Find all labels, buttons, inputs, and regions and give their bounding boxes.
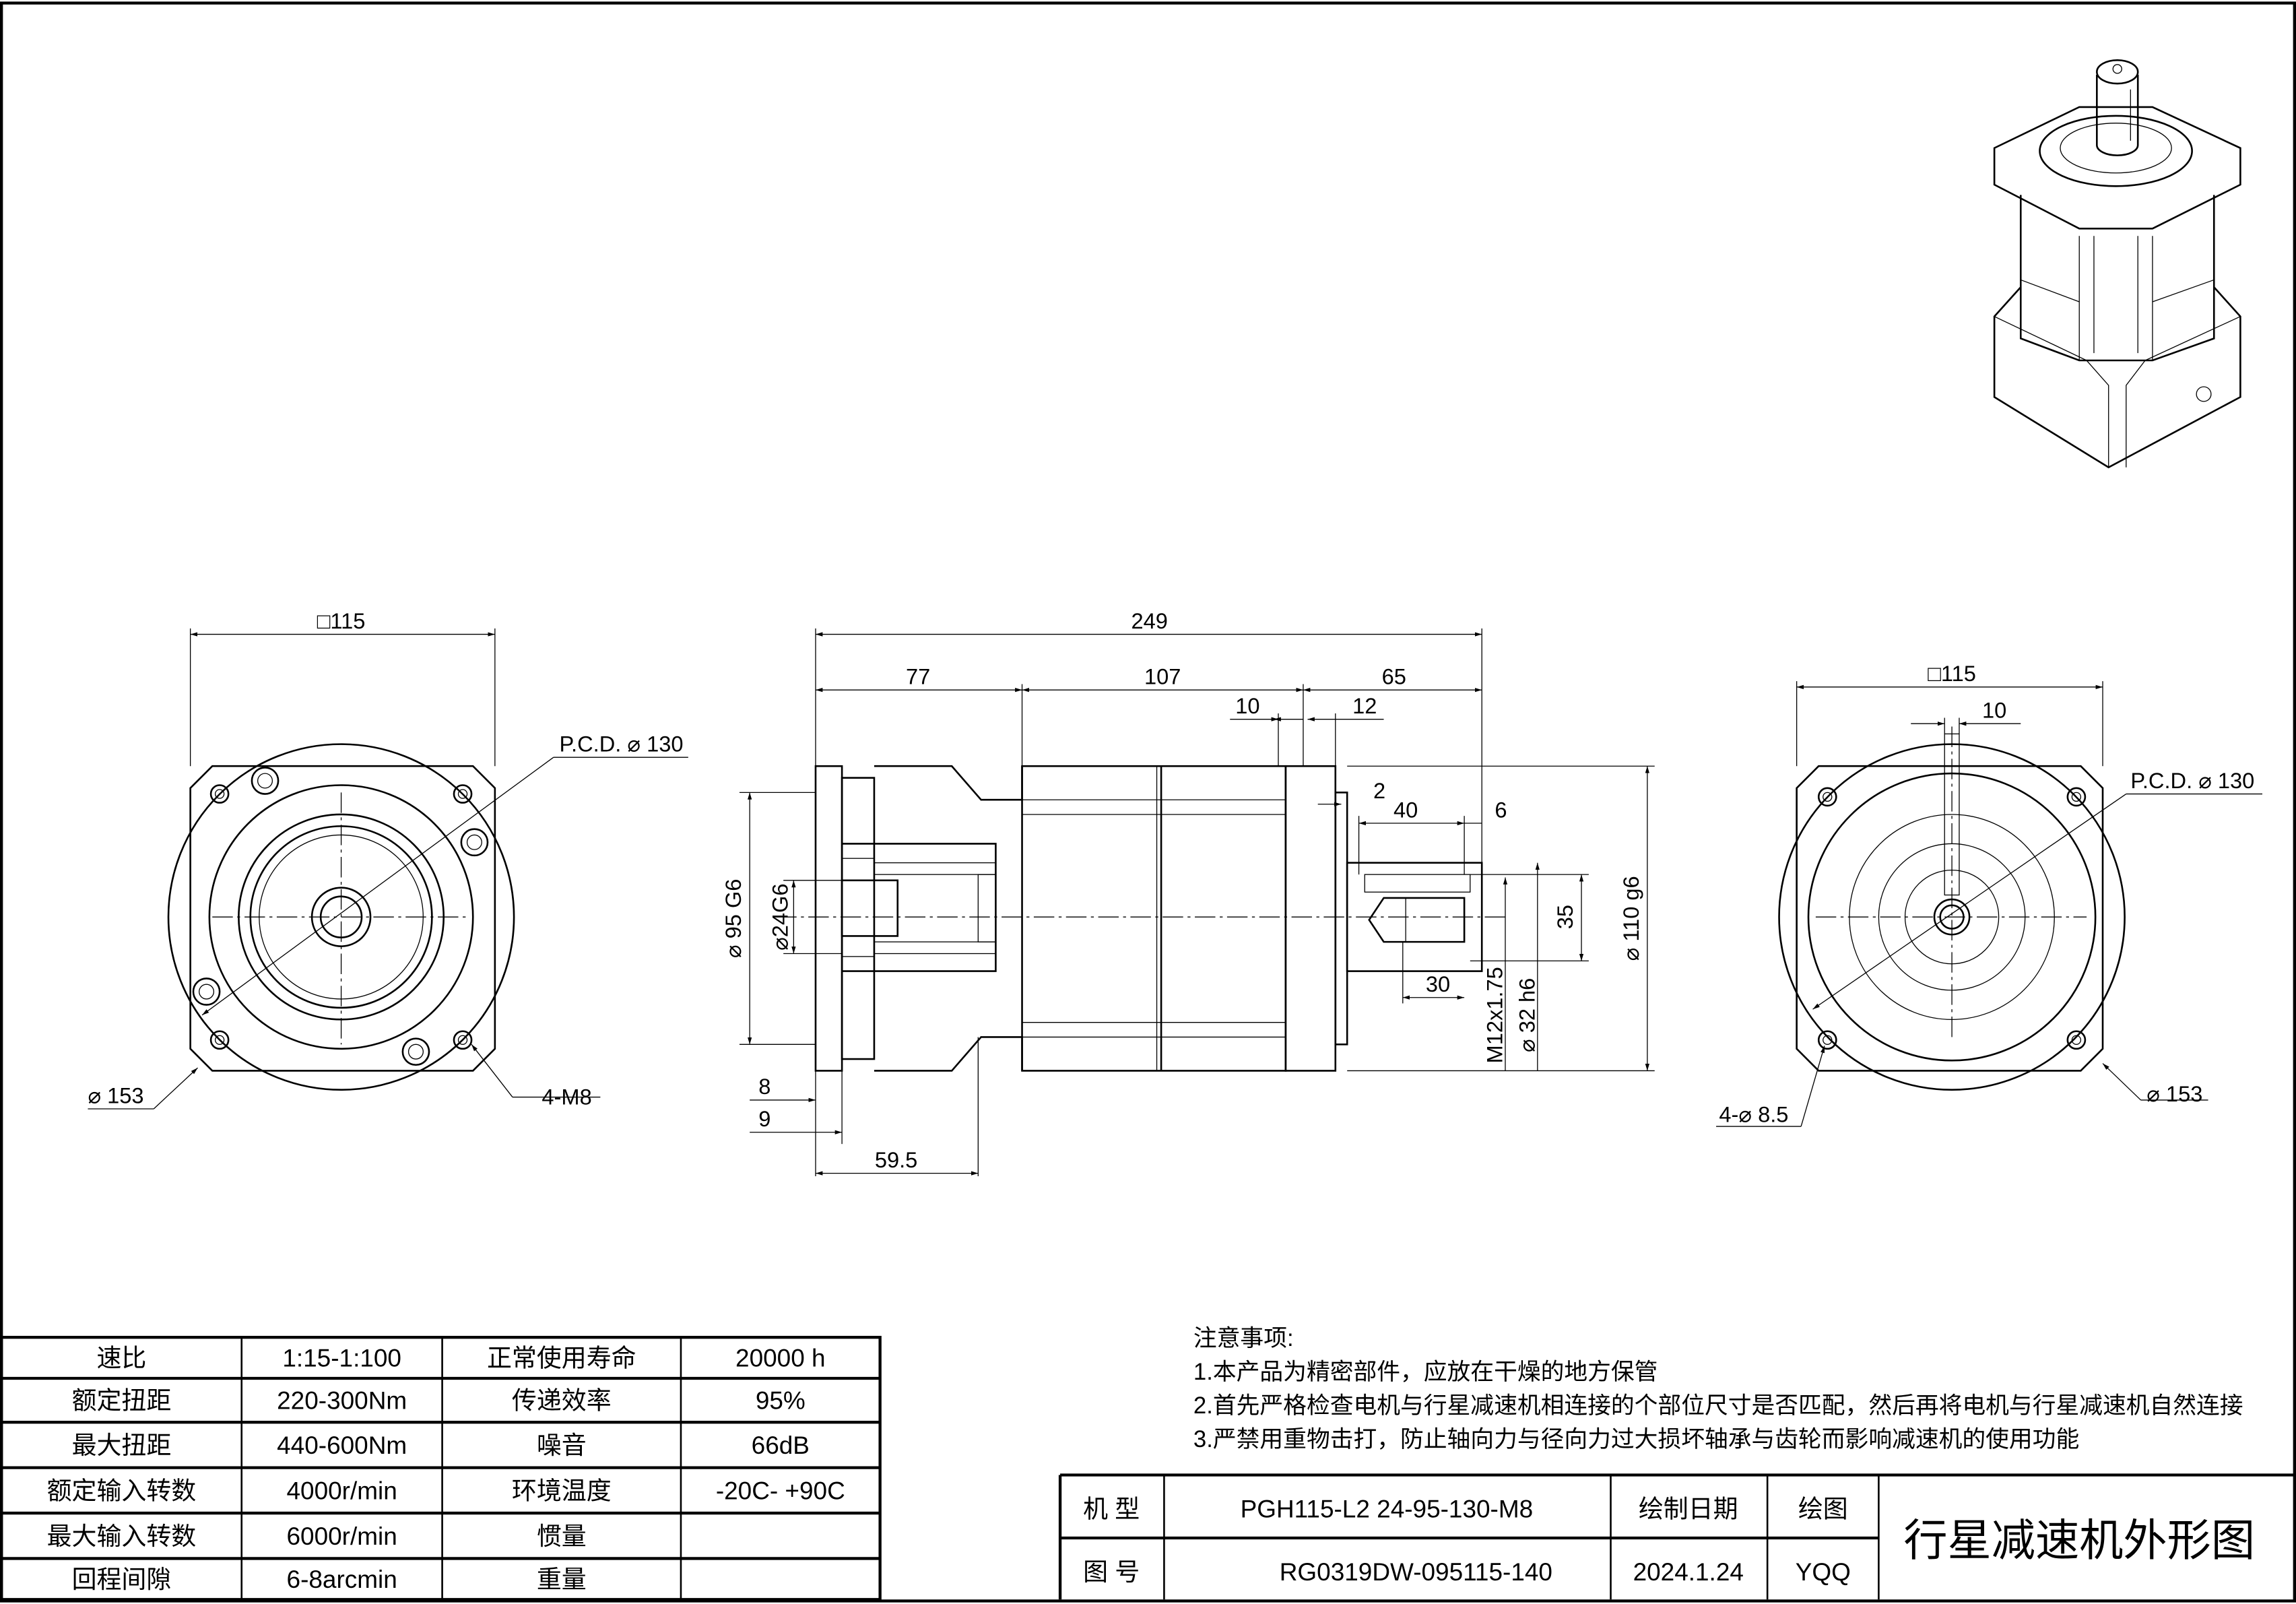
spec-label: 噪音: [537, 1432, 587, 1459]
model-value: PGH115-L2 24-95-130-M8: [1241, 1496, 1534, 1523]
note-item: 1.本产品为精密部件，应放在干燥的地方保管: [1193, 1359, 1658, 1385]
spec-label: 惯量: [537, 1522, 587, 1550]
spec-label: 额定扭距: [72, 1387, 172, 1415]
dim-front-outer-dia: ⌀ 153: [88, 1083, 143, 1108]
dim-seg1: 77: [906, 664, 930, 688]
dim-rear-outer-dia: ⌀ 153: [2146, 1081, 2202, 1106]
notes: 注意事项: 1.本产品为精密部件，应放在干燥的地方保管 2.首先严格检查电机与行…: [1193, 1325, 2243, 1452]
drawer-label: 绘图: [1798, 1496, 1848, 1523]
spec-label: 回程间隙: [72, 1566, 172, 1593]
spec-value: -20C- +90C: [716, 1477, 845, 1504]
dim-seg2: 107: [1144, 664, 1181, 688]
date-value: 2024.1.24: [1633, 1558, 1744, 1586]
spec-value: 1:15-1:100: [282, 1345, 401, 1372]
dim-tap-depth: 30: [1426, 971, 1450, 996]
dim-8: 8: [758, 1074, 770, 1099]
dim-9: 9: [758, 1106, 770, 1131]
dim-pilot-dia: ⌀ 110 g6: [1618, 876, 1643, 961]
spec-label: 额定输入转数: [47, 1477, 197, 1504]
spec-label: 传递效率: [512, 1387, 612, 1415]
dim-bore-pilot: ⌀ 95 G6: [721, 879, 746, 959]
date-label: 绘制日期: [1639, 1496, 1738, 1523]
drawing-number-label: 图 号: [1083, 1558, 1140, 1586]
dim-input-bore: ⌀24G6: [768, 883, 793, 950]
side-view: 249 77 107 65 10 12 2 40 6 ⌀ 95 G6 ⌀24G6: [721, 608, 1655, 1176]
notes-title: 注意事项:: [1193, 1325, 1294, 1351]
spec-label: 最大输入转数: [47, 1522, 197, 1550]
title-block: 机 型 PGH115-L2 24-95-130-M8 绘制日期 绘图 图 号 R…: [1058, 1473, 2295, 1600]
drawer-value: YQQ: [1796, 1558, 1851, 1586]
spec-value: 66dB: [752, 1432, 810, 1459]
spec-label: 速比: [97, 1345, 147, 1372]
dim-overall-length: 249: [1131, 608, 1167, 633]
spec-value: 6-8arcmin: [287, 1566, 397, 1593]
dim-seg3: 65: [1382, 664, 1406, 688]
spec-label: 最大扭距: [72, 1432, 172, 1459]
rear-view: □115 10 P.C.D. ⌀ 130 ⌀ 153 4-⌀ 8.5: [1716, 661, 2262, 1127]
front-view: □115 P.C.D. ⌀ 130 ⌀ 153 4-M8: [88, 608, 688, 1110]
spec-value: 220-300Nm: [277, 1387, 407, 1415]
spec-value: 95%: [756, 1387, 806, 1415]
dim-6: 6: [1495, 797, 1507, 822]
dim-front-pcd: P.C.D. ⌀ 130: [560, 731, 684, 756]
drawing-number-value: RG0319DW-095115-140: [1280, 1558, 1552, 1586]
model-label: 机 型: [1083, 1496, 1140, 1523]
dim-40: 40: [1393, 797, 1418, 822]
dim-thread: M12x1.75: [1482, 967, 1507, 1063]
note-item: 3.严禁用重物击打，防止轴向力与径向力过大损坏轴承与齿轮而影响减速机的使用功能: [1193, 1426, 2079, 1452]
spec-label: 正常使用寿命: [487, 1345, 636, 1372]
dim-front-thread-holes: 4-M8: [542, 1084, 591, 1109]
dim-rear-holes: 4-⌀ 8.5: [1719, 1102, 1788, 1127]
dim-12: 12: [1352, 693, 1377, 718]
dim-rear-square: □115: [1928, 661, 1976, 686]
spec-label: 环境温度: [512, 1477, 612, 1504]
drawing-title: 行星减速机外形图: [1903, 1516, 2255, 1565]
spec-value: 6000r/min: [287, 1522, 397, 1550]
dim-rear-key-width: 10: [1982, 697, 2006, 722]
dim-59-5: 59.5: [875, 1147, 917, 1172]
spec-value: 440-600Nm: [277, 1432, 407, 1459]
dim-shaft-dia: ⌀ 32 h6: [1514, 978, 1539, 1052]
dim-10: 10: [1235, 693, 1259, 718]
note-item: 2.首先严格检查电机与行星减速机相连接的个部位尺寸是否匹配，然后再将电机与行星减…: [1193, 1392, 2243, 1419]
dim-rear-pcd: P.C.D. ⌀ 130: [2130, 768, 2254, 793]
spec-table: 速比 1:15-1:100 正常使用寿命 20000 h 额定扭距 220-300Nm 传递…: [0, 1335, 882, 1601]
spec-value: 20000 h: [735, 1345, 826, 1372]
isometric-view: [1993, 59, 2241, 469]
dim-key-length: 35: [1552, 905, 1577, 929]
dim-front-square: □115: [317, 608, 366, 633]
spec-label: 重量: [537, 1566, 587, 1593]
spec-value: 4000r/min: [287, 1477, 397, 1504]
dim-2: 2: [1373, 778, 1385, 803]
